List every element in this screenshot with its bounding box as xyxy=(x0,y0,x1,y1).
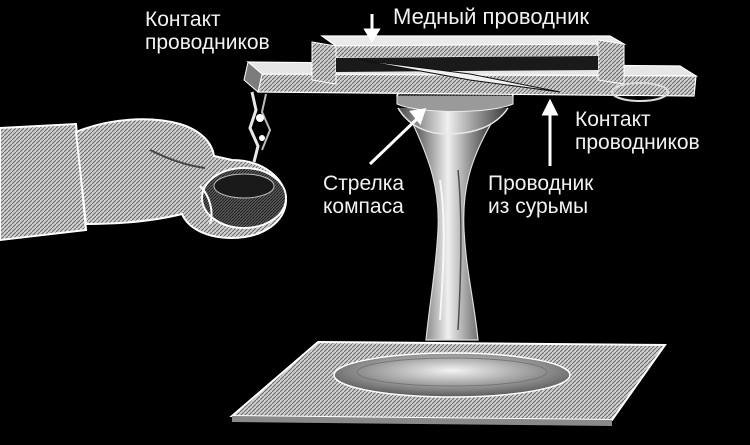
antimony-line2: из сурьмы xyxy=(488,195,589,218)
compass-needle-label: Стрелка компаса xyxy=(323,172,404,218)
contact-left-line2: проводников xyxy=(145,31,270,54)
needle-line1: Стрелка xyxy=(323,172,405,195)
contact-left-label: Контакт проводников xyxy=(145,8,270,54)
antimony-line1: Проводник xyxy=(488,172,594,195)
leader-lines xyxy=(363,14,559,166)
hand-with-heater xyxy=(0,118,288,242)
left-contact-wires xyxy=(248,91,272,163)
copper-conductor-label: Медный проводник xyxy=(393,4,590,29)
needle-line2: компаса xyxy=(323,195,404,218)
contact-left-line1: Контакт xyxy=(145,8,221,31)
contact-right-line1: Контакт xyxy=(575,108,651,131)
contact-right-label: Контакт проводников xyxy=(575,108,700,154)
conductor-frame xyxy=(243,35,699,97)
compass-needle xyxy=(359,59,561,93)
contact-right-line2: проводников xyxy=(575,131,700,154)
antimony-conductor-label: Проводник из сурьмы xyxy=(488,172,593,218)
right-contact xyxy=(611,82,669,102)
glass-stand xyxy=(333,107,571,398)
